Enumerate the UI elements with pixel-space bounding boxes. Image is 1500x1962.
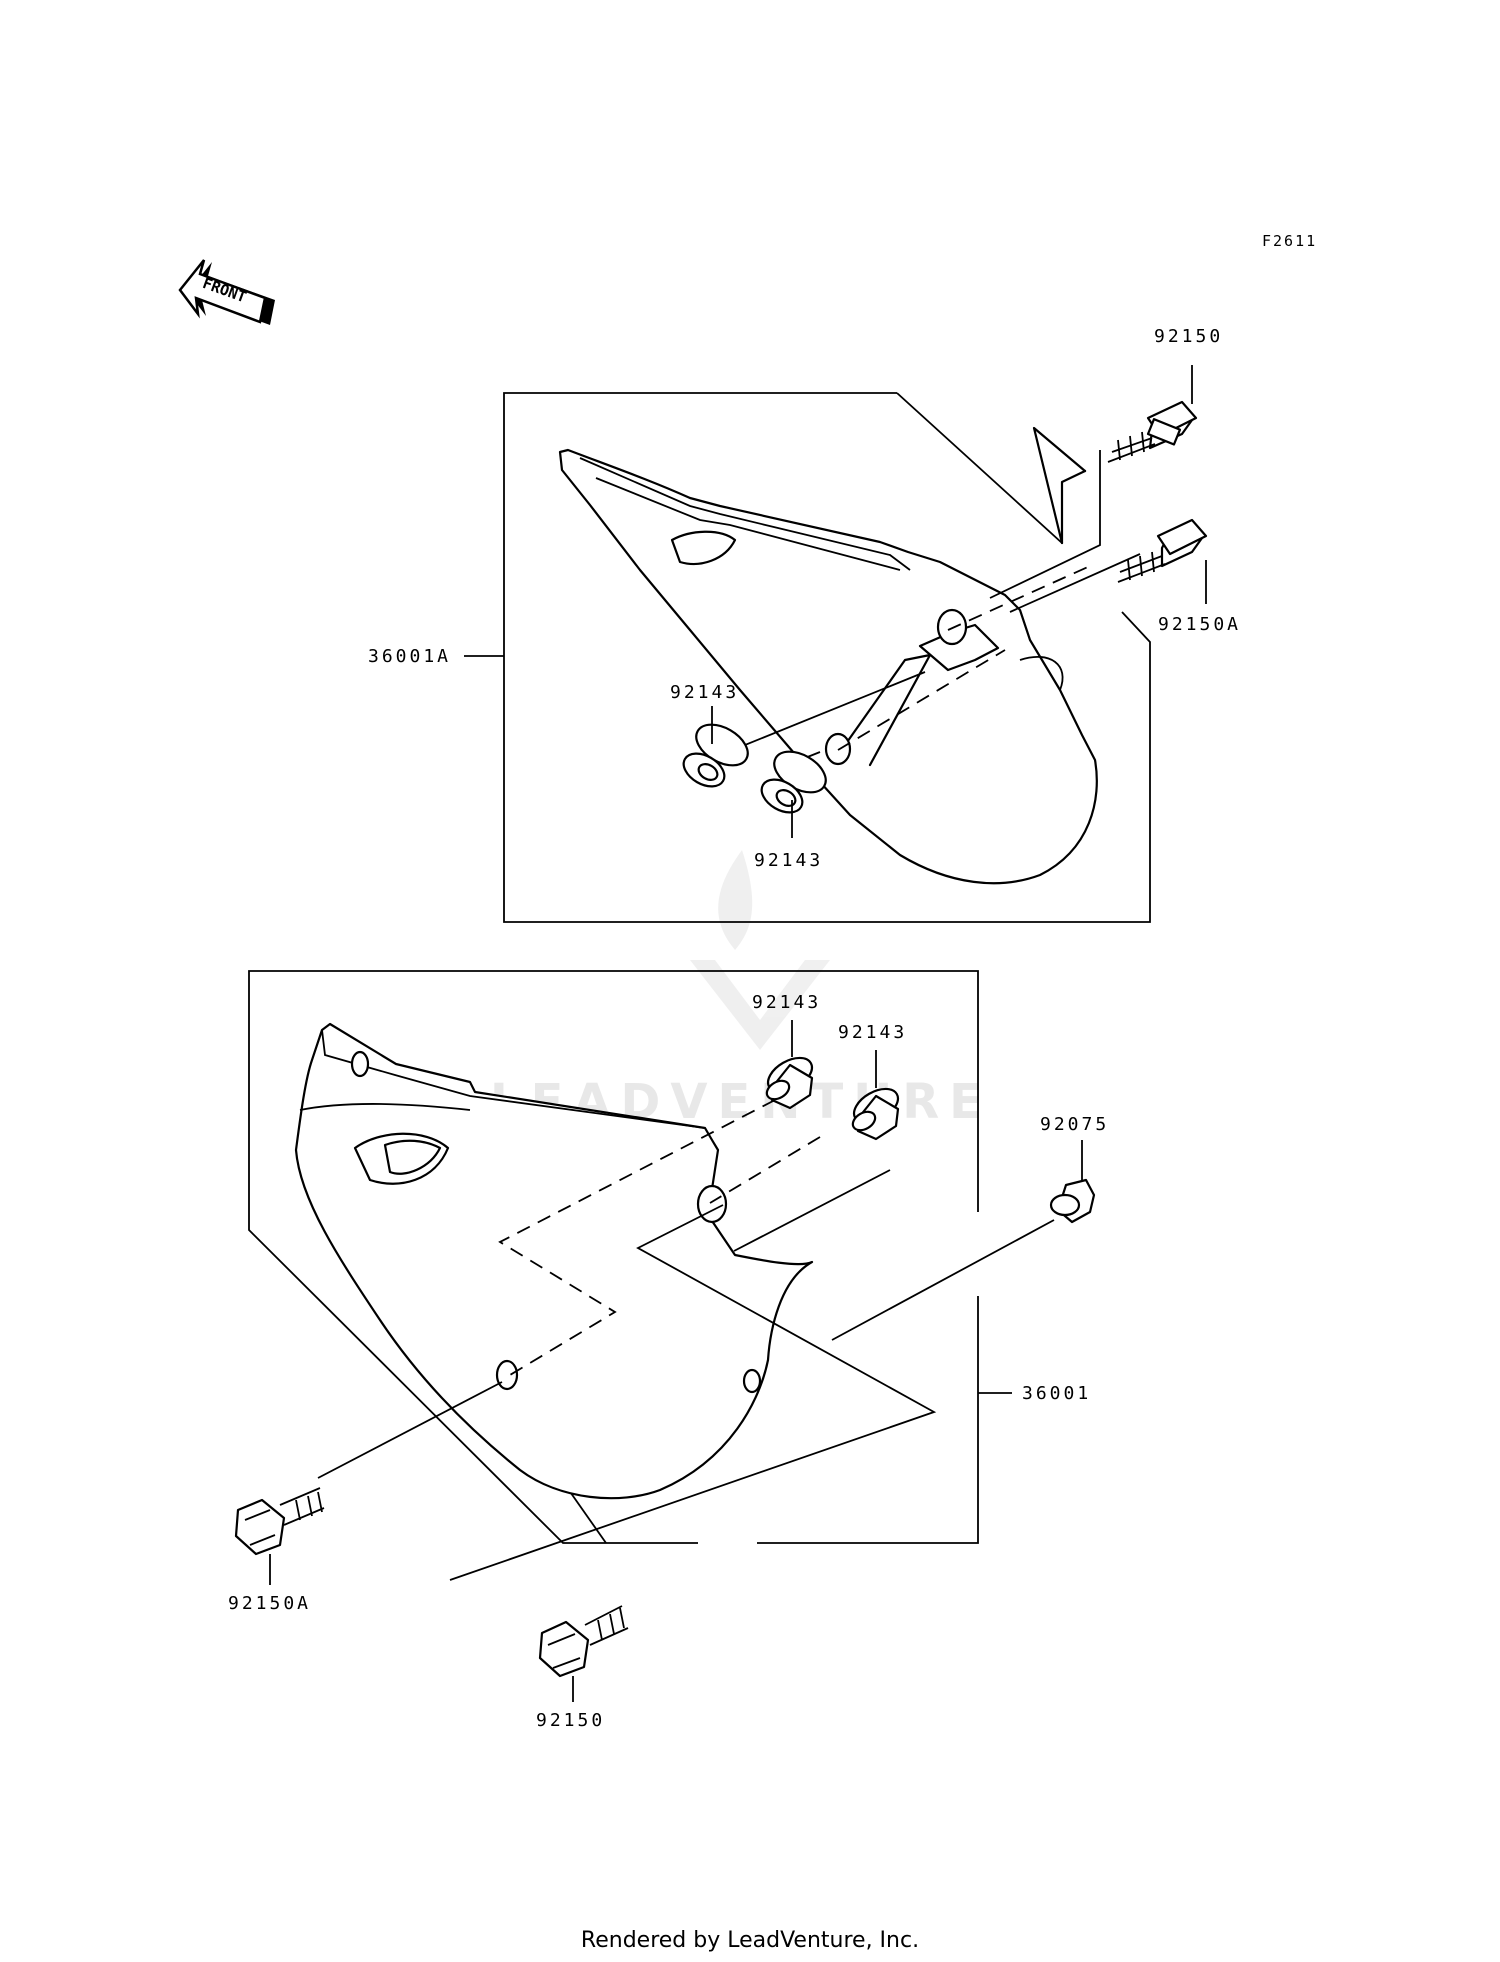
callout-92150-top: 92150 bbox=[1154, 326, 1223, 347]
grommet-icon bbox=[760, 750, 827, 814]
grommet-icon bbox=[682, 723, 749, 788]
grommet-icon bbox=[851, 1087, 900, 1141]
callout-92143-lower-left: 92143 bbox=[752, 992, 821, 1013]
callout-92075: 92075 bbox=[1040, 1114, 1109, 1135]
callout-36001: 36001 bbox=[1022, 1383, 1091, 1404]
bolt-icon bbox=[1107, 400, 1198, 463]
callout-92150a-lower: 92150A bbox=[228, 1593, 311, 1614]
upper-assembly bbox=[464, 365, 1208, 923]
callout-92143-lower-right: 92143 bbox=[838, 1022, 907, 1043]
watermark: LEADVENTURE bbox=[490, 850, 982, 1130]
footer-credit: Rendered by LeadVenture, Inc. bbox=[581, 1928, 919, 1953]
bolt-icon bbox=[234, 1487, 325, 1556]
callout-92150a-top: 92150A bbox=[1158, 614, 1241, 635]
callout-92143-upper-right: 92143 bbox=[754, 850, 823, 871]
bolt-icon bbox=[538, 1605, 629, 1678]
grommet-icon bbox=[765, 1056, 814, 1110]
cap-icon bbox=[1049, 1178, 1096, 1224]
callout-92150-lower: 92150 bbox=[536, 1710, 605, 1731]
callout-36001a: 36001A bbox=[368, 646, 451, 667]
front-arrow-icon: FRONT bbox=[178, 259, 275, 325]
diagram-code: F2611 bbox=[1262, 232, 1317, 250]
callout-92143-upper-left: 92143 bbox=[670, 682, 739, 703]
callout-labels: 36001A 92150 92150A 92143 92143 92143 92… bbox=[228, 326, 1241, 1731]
bolt-icon bbox=[1117, 518, 1208, 583]
lower-assembly bbox=[234, 970, 1096, 1702]
